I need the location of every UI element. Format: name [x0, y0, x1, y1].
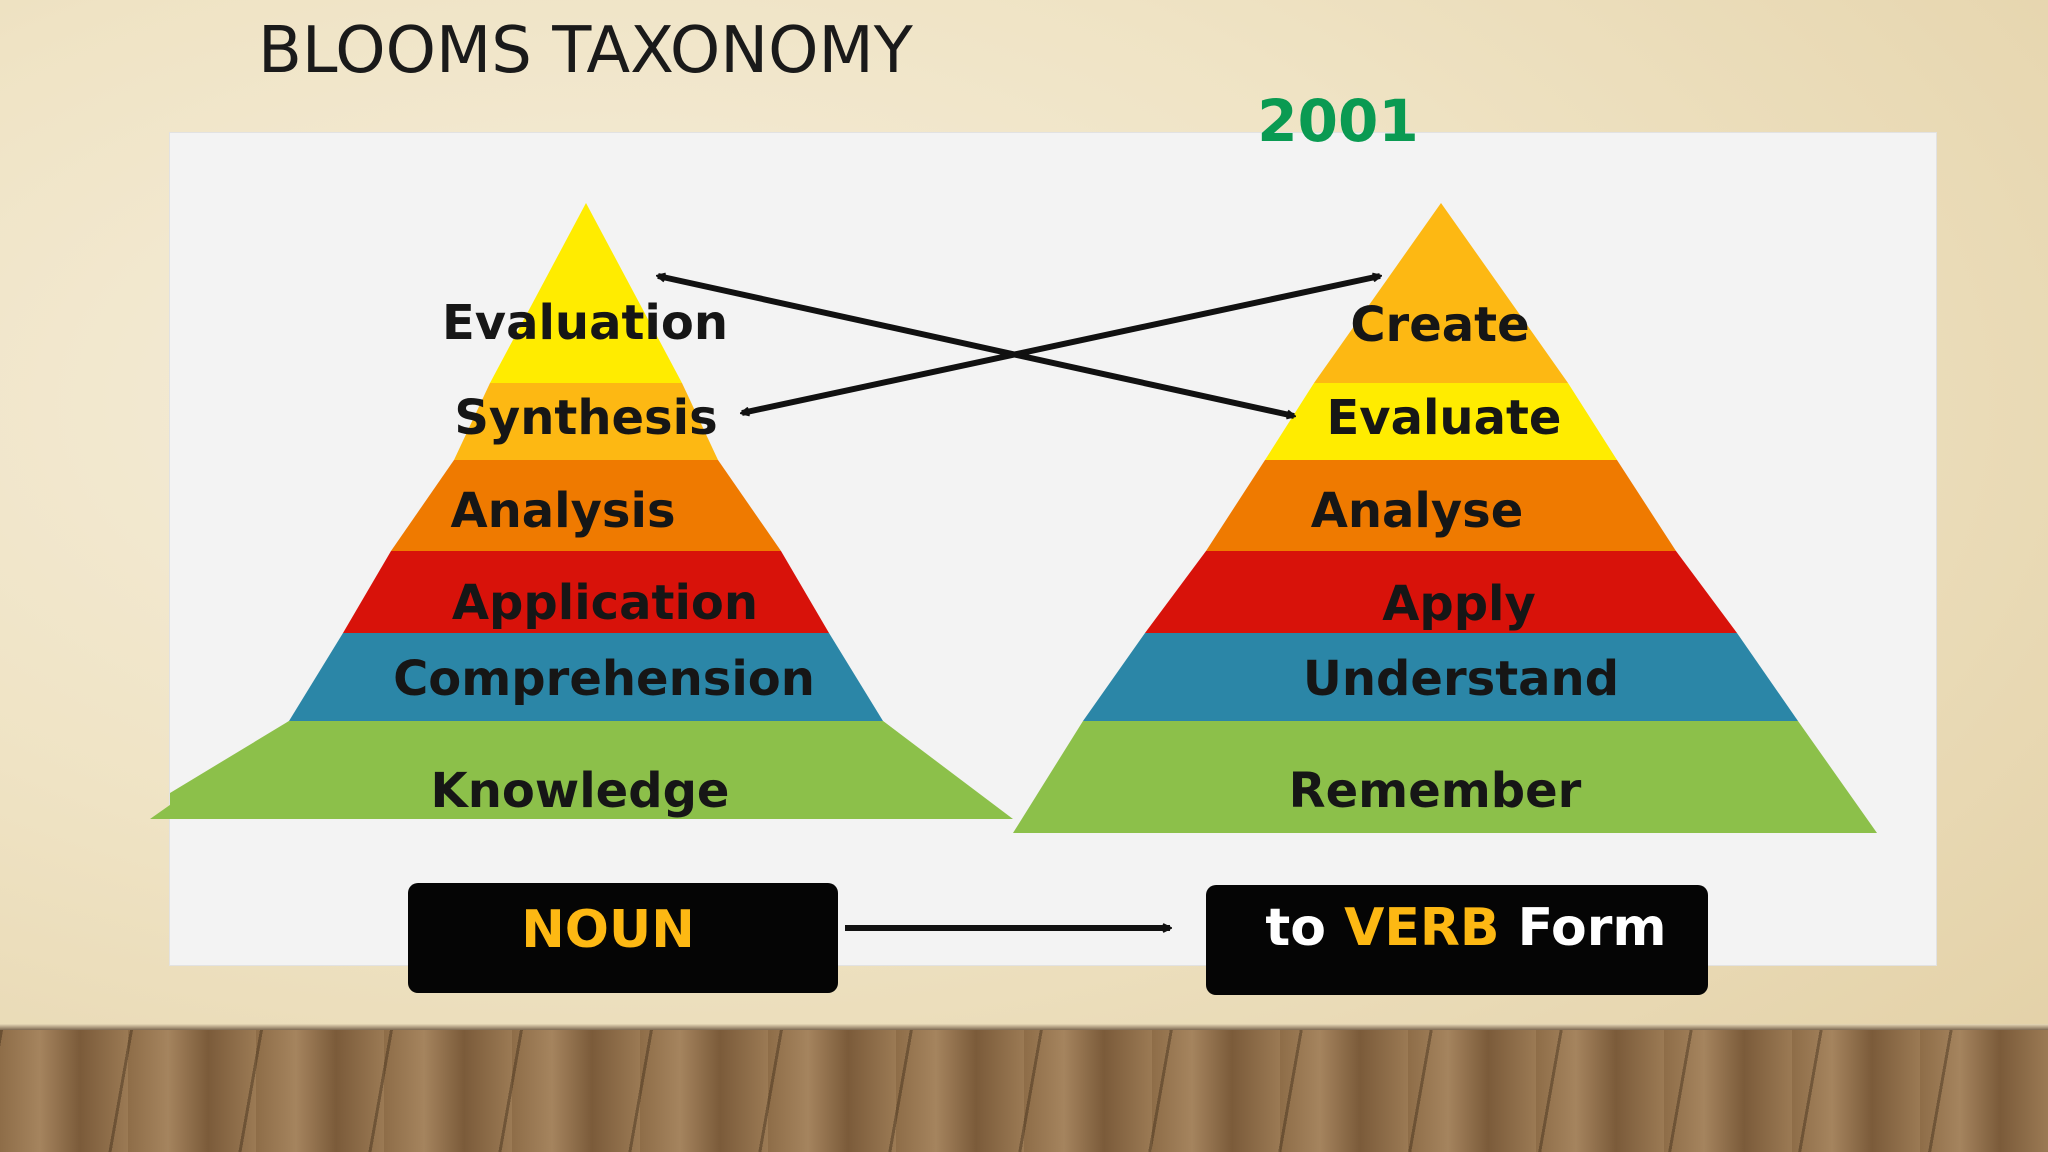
new-level-remember: Remember: [1289, 763, 1582, 819]
new-level-understand: Understand: [1303, 651, 1619, 707]
old-level-knowledge: Knowledge: [431, 763, 730, 819]
old-level-analysis-band: [391, 460, 781, 551]
new-level-apply-band: [1145, 551, 1737, 633]
new-level-evaluate: Evaluate: [1327, 390, 1562, 446]
new-level-remember-band: [1013, 721, 1877, 833]
new-taxonomy-pyramid: Create Evaluate Analyse Apply Understand…: [1013, 203, 1877, 833]
slide-title: BLOOMS TAXONOMY: [258, 14, 913, 88]
noun-box: NOUN: [408, 883, 838, 993]
old-level-evaluation-band: [490, 203, 682, 383]
new-level-create: Create: [1350, 297, 1529, 353]
old-level-application: Application: [452, 575, 758, 631]
verb-prefix: to: [1265, 898, 1344, 958]
verb-box: to VERB Form: [1206, 885, 1708, 995]
new-level-analyse: Analyse: [1311, 483, 1524, 539]
old-level-analysis: Analysis: [450, 483, 675, 539]
new-level-analyse-band: [1206, 460, 1676, 551]
pyramid-base-strip: [170, 833, 1936, 845]
evaluation-to-evaluate-arrow: [658, 276, 1294, 416]
new-level-apply: Apply: [1382, 576, 1536, 632]
old-level-comprehension: Comprehension: [393, 651, 815, 707]
noun-label: NOUN: [521, 900, 694, 960]
synthesis-to-create-arrow: [742, 276, 1380, 413]
floor-edge: [0, 1024, 2048, 1032]
new-level-understand-band: [1083, 633, 1798, 721]
old-level-comprehension-band: [289, 633, 883, 721]
wooden-floor: [0, 1030, 2048, 1152]
old-level-application-band: [343, 551, 829, 633]
verb-form-label: to VERB Form: [1265, 898, 1666, 958]
old-level-synthesis: Synthesis: [454, 390, 717, 446]
old-taxonomy-pyramid: Evaluation Synthesis Analysis Applicatio…: [150, 203, 1013, 819]
verb-highlight: VERB: [1344, 898, 1499, 958]
taxonomy-diagram: 2001 Evaluation Synthesis Analysis Appli…: [150, 87, 1936, 995]
old-level-evaluation: Evaluation: [442, 295, 728, 351]
old-level-synthesis-band: [454, 383, 718, 460]
verb-suffix: Form: [1500, 898, 1667, 958]
new-level-create-band: [1314, 203, 1568, 383]
cropped-year-text: 2001: [1257, 87, 1418, 155]
taxonomy-diagram-svg: 2001 Evaluation Synthesis Analysis Appli…: [150, 87, 1936, 995]
old-level-knowledge-band-fill: [170, 721, 1010, 819]
